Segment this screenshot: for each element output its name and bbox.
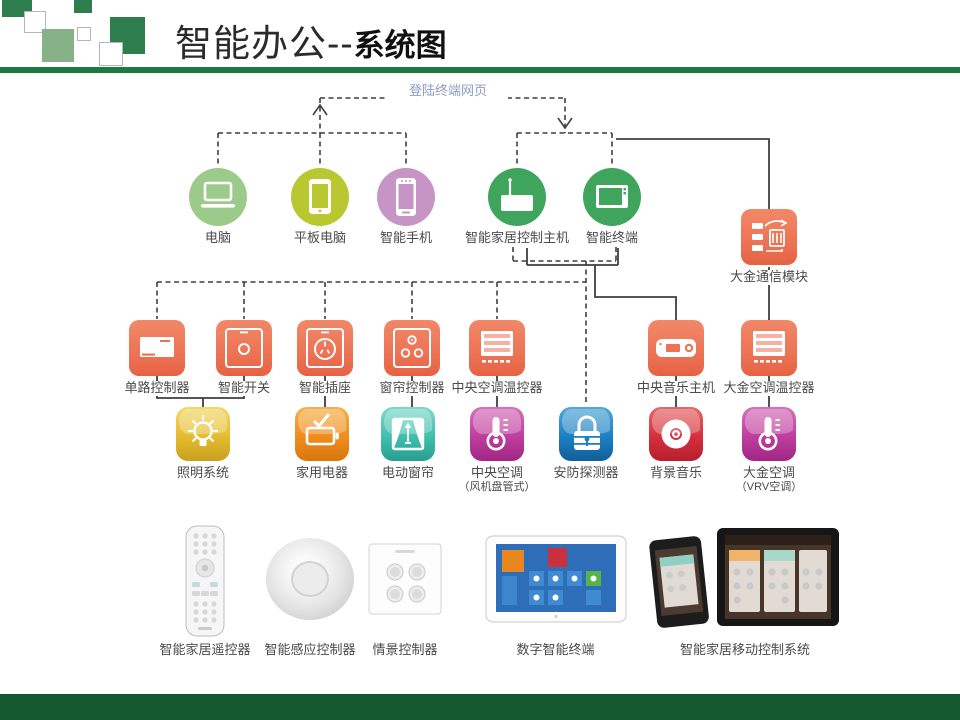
device-node-scene-panel: 情景控制器	[345, 520, 465, 658]
subsystem-node-daikin-ac: 大金空调 （VRV空调）	[713, 407, 825, 494]
device-node-digital-terminal: 数字智能终端	[478, 520, 633, 658]
node-label: 中央空调温控器	[449, 380, 545, 396]
scene-panel-photo	[367, 520, 443, 638]
node-label: 家用电器	[293, 465, 350, 481]
curtain-window-icon	[381, 407, 435, 461]
client-node-smart-terminal: 智能终端	[552, 168, 672, 246]
subsystem-node-electric-curtain: 电动窗帘	[353, 407, 463, 481]
controller-node-central-music-host: 中央音乐主机	[621, 320, 731, 396]
sensor-dome-photo	[266, 520, 354, 638]
smartphone-icon	[377, 168, 435, 226]
node-label: 智能终端	[583, 230, 640, 246]
deco-square	[42, 29, 74, 62]
deco-square	[77, 27, 91, 41]
login-web-label: 登陆终端网页	[388, 80, 508, 99]
smart-socket-icon	[297, 320, 353, 376]
light-bulb-icon	[176, 407, 230, 461]
node-label: 情景控制器	[370, 642, 440, 658]
node-label: 中央空调	[468, 465, 525, 481]
node-label: 电脑	[202, 230, 233, 246]
page-title-regular: 智能办公--	[175, 23, 354, 64]
subsystem-node-appliances: 家用电器	[267, 407, 377, 481]
device-node-motion-sensor: 智能感应控制器	[250, 520, 370, 658]
node-label: 智能插座	[296, 380, 353, 396]
single-controller-icon	[129, 320, 185, 376]
page-title: 智能办公--系统图	[175, 13, 447, 67]
controller-node-curtain-controller: 窗帘控制器	[357, 320, 467, 396]
router-icon	[488, 168, 546, 226]
node-label: 智能家居遥控器	[157, 642, 253, 658]
node-label: 智能感应控制器	[262, 642, 358, 658]
client-node-smartphone: 智能手机	[346, 168, 466, 246]
page-title-bold: 系统图	[353, 28, 447, 63]
controller-node-daikin-thermostat: 大金空调温控器	[713, 320, 825, 396]
digital-terminal-photo	[485, 520, 627, 638]
device-node-remote: 智能家居遥控器	[145, 520, 265, 658]
tv-check-icon	[295, 407, 349, 461]
deco-square	[74, 0, 92, 13]
tablet-icon	[291, 168, 349, 226]
controller-node-single-channel: 单路控制器	[102, 320, 212, 396]
cd-disc-icon	[649, 407, 703, 461]
smart-switch-icon	[216, 320, 272, 376]
node-label: 大金空调温控器	[721, 380, 817, 396]
client-node-home-host: 智能家居控制主机	[457, 168, 577, 246]
title-underline-bar	[0, 67, 960, 73]
screen-icon	[583, 168, 641, 226]
node-label: 中央音乐主机	[634, 380, 717, 396]
node-label: 智能开关	[215, 380, 272, 396]
node-label: 大金空调	[740, 465, 797, 481]
subsystem-node-central-ac: 中央空调 （风机盘管式）	[442, 407, 552, 494]
client-node-tablet: 平板电脑	[260, 168, 380, 246]
node-label: 窗帘控制器	[377, 380, 447, 396]
thermostat-panel-icon	[741, 320, 797, 376]
thermometer-icon	[470, 407, 524, 461]
comm-module-icon	[741, 209, 797, 265]
device-node-mobile-control: 智能家居移动控制系统	[645, 520, 845, 658]
deco-square	[99, 42, 123, 66]
subsystem-node-security: 安防探测器	[531, 407, 641, 481]
node-label: 背景音乐	[647, 465, 704, 481]
controller-node-smart-switch: 智能开关	[189, 320, 299, 396]
arrow-down-icon	[557, 117, 573, 130]
node-label: 大金通信模块	[727, 269, 810, 285]
node-label: 安防探测器	[551, 465, 621, 481]
remote-control-photo	[184, 520, 226, 638]
controller-node-smart-socket: 智能插座	[270, 320, 380, 396]
node-sublabel: （风机盘管式）	[458, 480, 536, 494]
node-label: 智能家居控制主机	[462, 230, 571, 246]
deco-square	[24, 11, 46, 33]
node-label: 照明系统	[174, 465, 231, 481]
subsystem-node-lighting: 照明系统	[148, 407, 258, 481]
daikin-comm-module-node: 大金通信模块	[714, 209, 824, 285]
mobile-control-photo	[649, 520, 841, 638]
client-node-computer: 电脑	[158, 168, 278, 246]
arrow-up-icon	[312, 103, 328, 116]
node-sublabel: （VRV空调）	[735, 480, 803, 494]
thermostat-panel-icon	[469, 320, 525, 376]
controller-node-central-ac-thermostat: 中央空调温控器	[442, 320, 552, 396]
thermometer-icon	[742, 407, 796, 461]
node-label: 数字智能终端	[514, 642, 597, 658]
footer-bar	[0, 694, 960, 720]
subsystem-node-background-music: 背景音乐	[621, 407, 731, 481]
node-label: 单路控制器	[122, 380, 192, 396]
node-label: 电动窗帘	[379, 465, 436, 481]
node-label: 智能家居移动控制系统	[677, 642, 812, 658]
lock-icon	[559, 407, 613, 461]
computer-icon	[189, 168, 247, 226]
node-label: 平板电脑	[291, 230, 348, 246]
music-host-icon	[648, 320, 704, 376]
curtain-controller-icon	[384, 320, 440, 376]
node-label: 智能手机	[377, 230, 434, 246]
